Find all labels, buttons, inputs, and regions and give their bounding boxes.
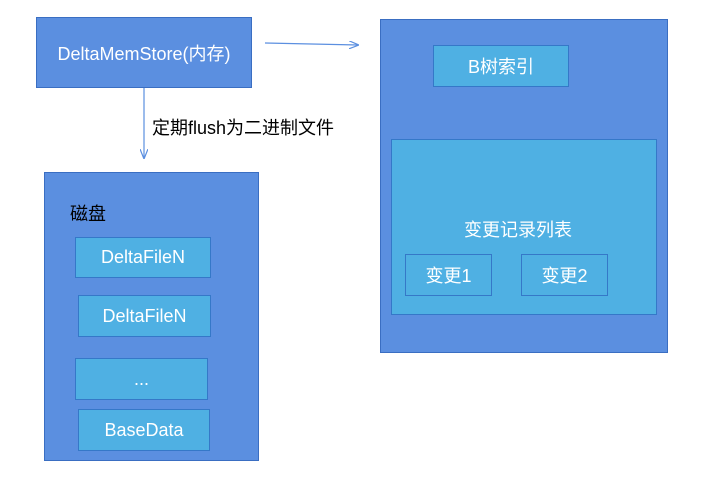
change-records-title: 变更记录列表	[464, 220, 572, 240]
change-record-label: 变更2	[541, 266, 588, 286]
delta-file-item: DeltaFileN	[78, 295, 211, 337]
arrow-memstore-to-index	[264, 43, 358, 45]
change-record-item: 变更1	[405, 254, 492, 296]
memstore-label: DeltaMemStore(内存)	[57, 43, 231, 64]
delta-file-label: DeltaFileN	[102, 305, 187, 326]
base-data-item: BaseData	[78, 409, 210, 451]
flush-label: 定期flush为二进制文件	[152, 118, 335, 138]
delta-file-label: DeltaFileN	[100, 247, 186, 267]
btree-index-label: B树索引	[467, 57, 534, 77]
disk-title: 磁盘	[70, 204, 106, 224]
btree-index-box: B树索引	[433, 45, 569, 87]
ellipsis-item: ...	[75, 358, 208, 400]
change-record-label: 变更1	[425, 266, 472, 286]
delta-file-item: DeltaFileN	[75, 237, 211, 278]
change-record-item: 变更2	[521, 254, 608, 296]
memstore-box: DeltaMemStore(内存)	[36, 17, 252, 88]
ellipsis-label: ...	[133, 368, 149, 389]
base-data-label: BaseData	[104, 419, 184, 440]
